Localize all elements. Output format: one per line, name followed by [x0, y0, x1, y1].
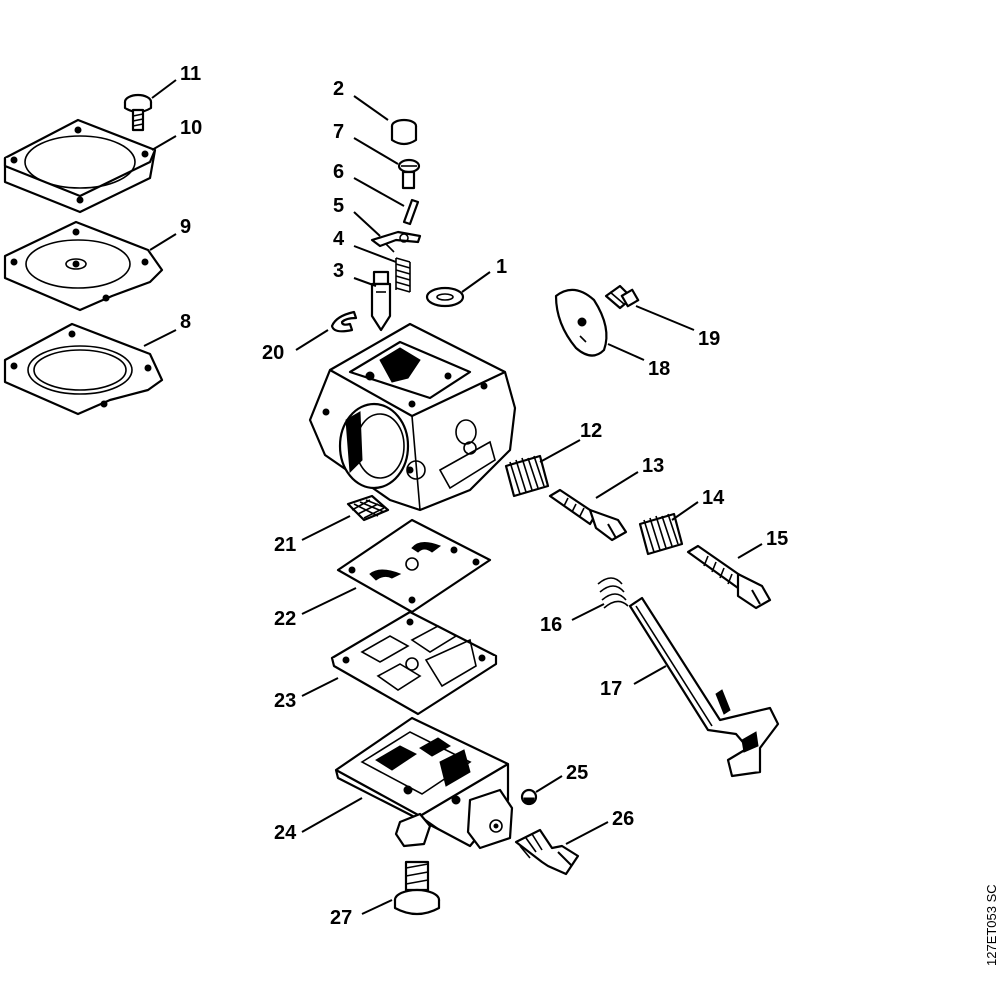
carburetor-body — [308, 322, 517, 512]
callout-14: 14 — [702, 487, 725, 509]
callout-18: 18 — [648, 358, 670, 380]
callout-24: 24 — [274, 822, 297, 844]
cover-part-24 — [334, 716, 514, 850]
callout-27: 27 — [330, 907, 352, 929]
drawing-code: 127ET053 SC — [984, 884, 999, 966]
screw-part-11 — [123, 93, 153, 132]
callout-19: 19 — [698, 328, 720, 350]
throttle-plate-part-18 — [554, 288, 608, 357]
screen-part-21 — [346, 494, 390, 522]
callout-22: 22 — [274, 608, 296, 630]
callout-13: 13 — [642, 455, 664, 477]
screw-part-19 — [604, 284, 640, 310]
callout-21: 21 — [274, 534, 296, 556]
callout-26: 26 — [612, 808, 634, 830]
washer-part-1 — [425, 286, 465, 308]
inlet-needle-part-3 — [370, 270, 392, 332]
callout-4: 4 — [333, 228, 345, 250]
pin-part-6 — [402, 198, 420, 226]
callout-5: 5 — [333, 195, 344, 217]
throttle-shaft-part-17 — [628, 596, 780, 778]
gasket-part-22 — [336, 518, 492, 614]
adjust-screw-part-13 — [548, 488, 628, 542]
cover-plate-part-10 — [3, 118, 157, 214]
callout-10: 10 — [180, 117, 202, 139]
callout-labels: 11 10 9 8 2 7 6 5 4 3 1 20 19 18 12 13 1… — [180, 63, 788, 929]
spring-part-4 — [395, 257, 411, 293]
callout-15: 15 — [766, 528, 788, 550]
leader-lines — [143, 79, 763, 915]
callout-7: 7 — [333, 121, 344, 143]
callout-9: 9 — [180, 216, 191, 238]
diaphragm-part-9 — [3, 220, 164, 312]
callout-1: 1 — [496, 256, 507, 278]
plug-part-2 — [390, 118, 418, 146]
ball-part-25 — [520, 788, 538, 806]
callout-20: 20 — [262, 342, 284, 364]
callout-17: 17 — [600, 678, 622, 700]
callout-8: 8 — [180, 311, 191, 333]
spring-part-16 — [597, 577, 629, 609]
callout-25: 25 — [566, 762, 588, 784]
callout-3: 3 — [333, 260, 344, 282]
callout-12: 12 — [580, 420, 602, 442]
clip-part-20 — [330, 310, 358, 333]
callout-2: 2 — [333, 78, 344, 100]
gasket-part-8 — [3, 322, 164, 416]
screw-part-26 — [514, 828, 580, 876]
callout-23: 23 — [274, 690, 296, 712]
callout-6: 6 — [333, 161, 344, 183]
spring-part-14 — [638, 512, 684, 556]
spring-part-12 — [504, 454, 550, 498]
adjust-screw-part-15 — [686, 544, 772, 610]
lever-part-5 — [370, 230, 422, 253]
gasket-part-23 — [330, 610, 498, 716]
callout-16: 16 — [540, 614, 562, 636]
callout-11: 11 — [180, 63, 201, 85]
screw-part-7 — [397, 158, 421, 190]
bolt-part-27 — [393, 860, 441, 916]
